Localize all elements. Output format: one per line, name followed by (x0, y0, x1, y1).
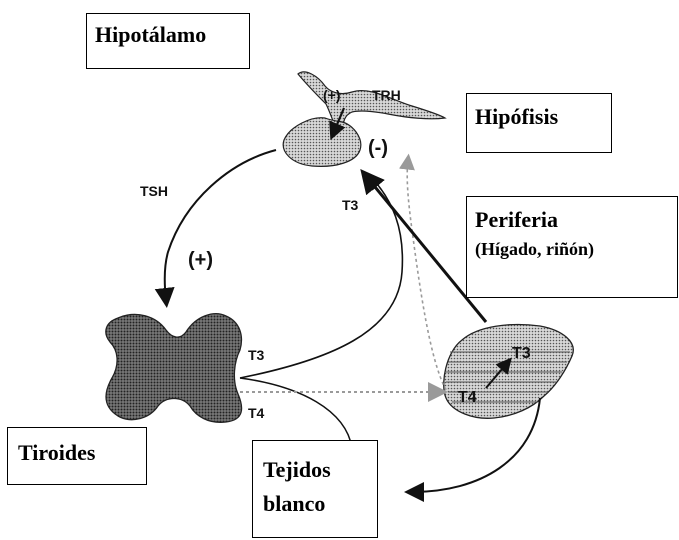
hipofisis-label: Hipófisis (475, 104, 611, 130)
t4-thyroid-label: T4 (248, 405, 265, 421)
t3-thyroid-label: T3 (248, 347, 265, 363)
hipofisis-box: Hipófisis (466, 93, 612, 153)
plus-tsh-label: (+) (188, 249, 213, 271)
tejidos-blanco-box: Tejidos blanco (252, 440, 378, 538)
negative-feedback-curve (407, 160, 446, 390)
t3-feedback-label: T3 (342, 197, 359, 213)
tejidos-label-line1: Tejidos (263, 453, 377, 487)
tiroides-label: Tiroides (18, 440, 146, 466)
periferia-title: Periferia (475, 207, 677, 233)
tsh-label: TSH (140, 183, 168, 199)
periferia-box: Periferia (Hígado, riñón) (466, 196, 678, 298)
hipotalamo-box: Hipotálamo (86, 13, 250, 69)
plus-pituitary-label: (+) (323, 87, 341, 103)
periferia-subtitle: (Hígado, riñón) (475, 239, 677, 260)
tejidos-label-line2: blanco (263, 487, 377, 521)
pituitary-shape (283, 118, 361, 167)
thyroid-shape (106, 314, 242, 423)
t3-liver-label: T3 (512, 345, 531, 362)
t4-liver-label: T4 (458, 389, 477, 406)
trh-label: TRH (372, 87, 401, 103)
tiroides-box: Tiroides (7, 427, 147, 485)
t3-feedback-curve (240, 178, 402, 378)
minus-feedback-label: (-) (368, 137, 388, 159)
tsh-arrow (165, 150, 276, 300)
hipotalamo-label: Hipotálamo (95, 22, 249, 48)
